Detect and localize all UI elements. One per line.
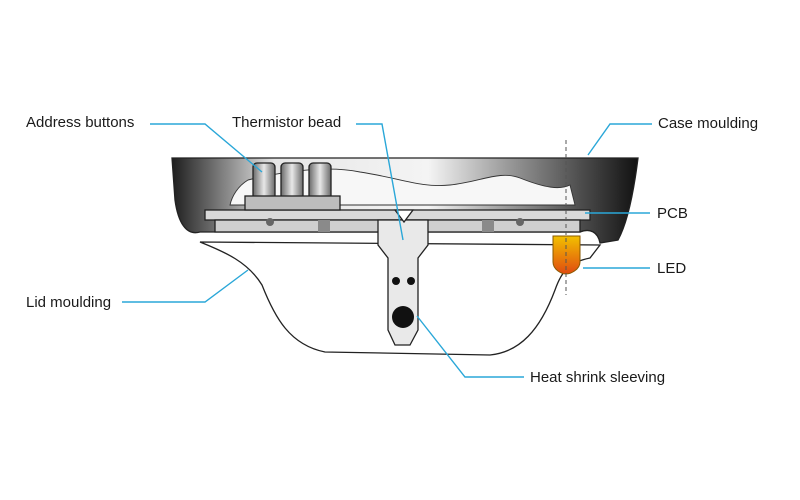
pcb-screw-left: [266, 218, 274, 226]
label-address-buttons: Address buttons: [26, 114, 135, 131]
thermistor-bead-shape: [393, 209, 415, 224]
pcb-slot-left: [318, 220, 330, 232]
leader-heat-shrink-sleeving: [416, 315, 524, 378]
label-heat-shrink-sleeving: Heat shrink sleeving: [530, 369, 666, 386]
heat-shrink-ball: [392, 306, 414, 328]
label-thermistor-bead: Thermistor bead: [232, 114, 342, 131]
label-case-moulding: Case moulding: [658, 115, 759, 132]
label-pcb: PCB: [657, 205, 688, 222]
heat-shrink-hole-left: [392, 277, 400, 285]
leader-case-moulding: [587, 123, 652, 156]
leader-thermistor-bead: [356, 123, 404, 241]
leader-address-buttons: [150, 123, 263, 173]
label-lid-moulding: Lid moulding: [26, 294, 112, 311]
address-buttons-base: [244, 195, 341, 211]
pcb-screw-right: [516, 218, 524, 226]
pcb-slot-right: [482, 220, 494, 232]
label-led: LED: [657, 260, 687, 277]
leader-lid-moulding: [122, 269, 249, 303]
address-buttons-group: [244, 162, 341, 211]
heat-shrink-hole-right: [407, 277, 415, 285]
thermistor-housing: [377, 219, 429, 346]
